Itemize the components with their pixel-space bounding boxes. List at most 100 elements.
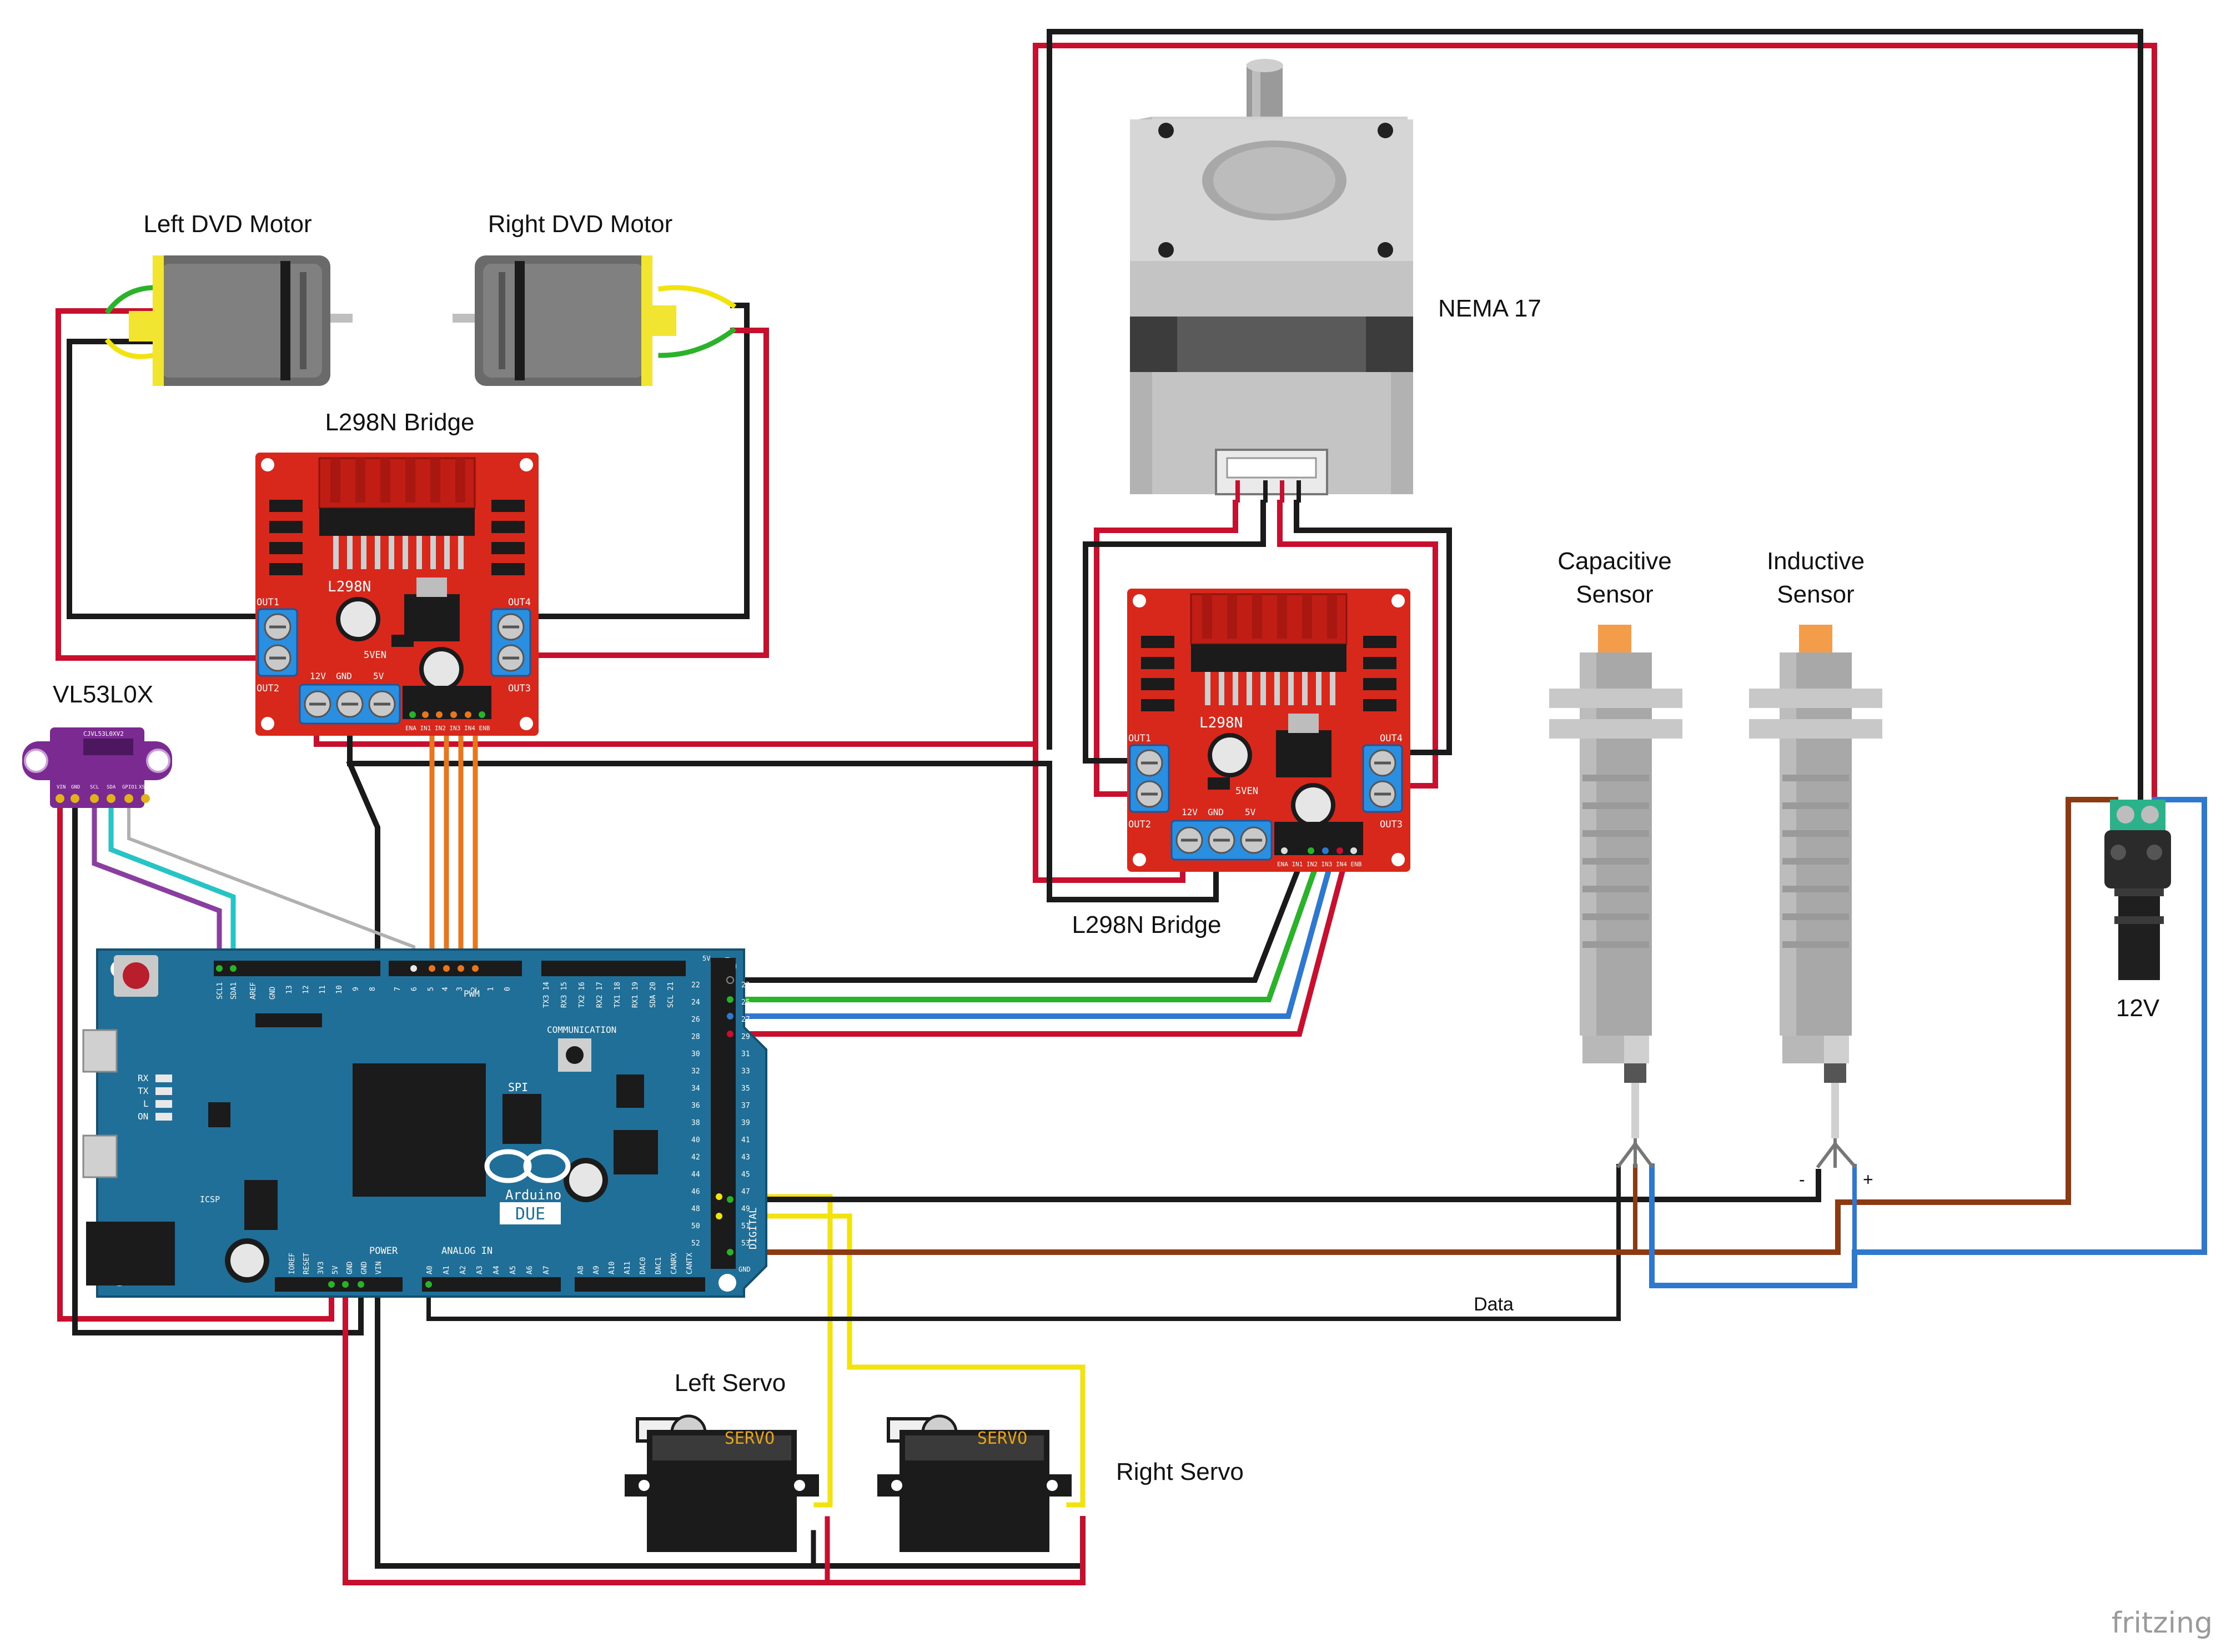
arduino-header-5v: 5V bbox=[702, 955, 710, 962]
wire-bridge-red-link bbox=[314, 722, 1185, 883]
right-servo-label: Right Servo bbox=[1116, 1458, 1244, 1485]
arduino-digital-pin-29: 29 bbox=[741, 1033, 750, 1041]
arduino-pin-9: 9 bbox=[352, 987, 360, 991]
wire-ind-lead bbox=[1816, 1137, 1857, 1169]
arduino-pin-12: 12 bbox=[302, 985, 310, 994]
l298n-bottom-label: L298N Bridge bbox=[1072, 911, 1221, 938]
arduino-header-gnd: GND bbox=[738, 1266, 751, 1273]
vl53-chip-text: CJVL53L0XV2 bbox=[83, 730, 124, 737]
wire-right-motor-black bbox=[530, 303, 750, 619]
arduino-digital-pin-26: 26 bbox=[691, 1016, 700, 1024]
wire-bridge-black-link bbox=[347, 722, 1219, 902]
arduino-digital-pin-35: 35 bbox=[741, 1084, 750, 1093]
inductive-sensor bbox=[1749, 625, 1882, 1138]
l298n-top-out4: OUT4 bbox=[508, 597, 531, 608]
left-servo-label: Left Servo bbox=[675, 1369, 786, 1397]
arduino-analog-pin-a11: A11 bbox=[624, 1262, 632, 1274]
arduino-digital-pin-34: 34 bbox=[691, 1084, 700, 1093]
wire-right-motor-yellow bbox=[657, 285, 737, 309]
vl53-pin-xshut: XSHUT bbox=[139, 785, 154, 790]
arduino-digital-dots bbox=[716, 976, 734, 1256]
arduino-digital-label: DIGITAL bbox=[747, 1207, 759, 1249]
arduino-pin-sda1: SDA1 bbox=[230, 982, 238, 1000]
vl53l0x-sensor: CJVL53L0XV2 VIN GND SCL SDA GPIO1 XSHUT bbox=[22, 727, 172, 808]
arduino-pin-4: 4 bbox=[441, 987, 450, 991]
wire-12v-red-top bbox=[1033, 43, 2157, 802]
arduino-power-pin-ioref-0: IOREF bbox=[288, 1253, 297, 1274]
arduino-led-tx: TX bbox=[138, 1086, 149, 1096]
l298n-top-out3: OUT3 bbox=[508, 683, 531, 694]
vl53-pin-vin: VIN bbox=[57, 785, 66, 790]
vl53l0x-label: VL53L0X bbox=[53, 681, 153, 708]
arduino-digital-pin-27: 27 bbox=[741, 1016, 750, 1024]
l298n-top-gnd: GND bbox=[336, 671, 352, 681]
l298n-bottom-out2: OUT2 bbox=[1128, 819, 1151, 830]
wire-cap-lead bbox=[1616, 1137, 1655, 1169]
arduino-digital-pin-47: 47 bbox=[741, 1188, 750, 1196]
arduino-digital-pin-42: 42 bbox=[691, 1153, 700, 1162]
wire-12v-black-top bbox=[1047, 29, 2143, 802]
arduino-pin-0: 0 bbox=[504, 987, 512, 991]
arduino-power-pin-vin-6: VIN bbox=[375, 1262, 383, 1274]
inductive-plus-label: + bbox=[1863, 1169, 1873, 1189]
wire-step-black bbox=[730, 862, 1303, 983]
wires bbox=[56, 29, 2207, 1585]
arduino-due: RX TX L ON ICSP SPI Arduino DUE bbox=[82, 948, 767, 1298]
arduino-led-on: ON bbox=[138, 1111, 148, 1122]
arduino-analog-pin-a7: A7 bbox=[542, 1266, 551, 1274]
arduino-pin-gnd-top: GND bbox=[269, 986, 277, 1000]
arduino-led-l: L bbox=[143, 1098, 149, 1109]
nema17-label: NEMA 17 bbox=[1438, 295, 1541, 322]
l298n-bottom-out3: OUT3 bbox=[1380, 819, 1403, 830]
l298n-bottom-pins: ENA IN1 IN2 IN3 IN4 ENB bbox=[1277, 861, 1362, 868]
arduino-pin-11: 11 bbox=[319, 985, 327, 994]
vl53-pin-scl: SCL bbox=[90, 785, 99, 790]
wire-vl53-gnd-black bbox=[72, 800, 364, 1335]
arduino-digital-pin-43: 43 bbox=[741, 1153, 750, 1162]
arduino-pin-8: 8 bbox=[369, 987, 377, 991]
nema17-stepper bbox=[1130, 59, 1413, 503]
left-dvd-motor bbox=[129, 255, 353, 386]
arduino-digital-pin-50: 50 bbox=[691, 1222, 700, 1231]
arduino-pin-tx3: TX3 14 bbox=[542, 982, 551, 1008]
l298n-bottom-gnd: GND bbox=[1208, 807, 1224, 817]
arduino-pin-5: 5 bbox=[427, 987, 435, 991]
arduino-digital-pin-28: 28 bbox=[691, 1033, 700, 1041]
arduino-pin-sda20: SDA 20 bbox=[649, 982, 657, 1008]
arduino-digital-pin-39: 39 bbox=[741, 1119, 750, 1127]
arduino-analog-label: ANALOG IN bbox=[441, 1246, 493, 1257]
wire-left-motor-yellow bbox=[104, 338, 156, 359]
arduino-digital-pin-22: 22 bbox=[691, 981, 700, 990]
l298n-top-5v: 5V bbox=[373, 671, 384, 681]
arduino-pin-6: 6 bbox=[410, 987, 419, 991]
arduino-analog-pin-a6: A6 bbox=[526, 1266, 534, 1274]
data-wire-label: Data bbox=[1474, 1294, 1514, 1315]
wire-vl53-sda-cyan bbox=[108, 800, 236, 963]
arduino-digital-pin-46: 46 bbox=[691, 1188, 700, 1196]
arduino-analog-pin-a2: A2 bbox=[459, 1266, 468, 1274]
arduino-communication-label: COMMUNICATION bbox=[547, 1025, 616, 1035]
wire-nema-black-2 bbox=[1294, 500, 1452, 755]
l298n-bridge-bottom: L298N 5VEN OUT1 OUT2 OUT3 OUT4 12V GND 5… bbox=[1127, 589, 1410, 872]
left-dvd-motor-label: Left DVD Motor bbox=[143, 210, 311, 238]
arduino-pin-scl1: SCL1 bbox=[216, 982, 224, 1000]
vl53-pin-gpio1: GPIO1 bbox=[122, 785, 137, 790]
wire-right-motor-red bbox=[530, 328, 769, 658]
arduino-analog-pin-canrx: CANRX bbox=[670, 1253, 679, 1274]
arduino-digital-pin-53: 53 bbox=[741, 1239, 750, 1248]
arduino-pin-rx3: RX3 15 bbox=[560, 982, 569, 1008]
wire-nema-red-2 bbox=[1277, 500, 1438, 789]
wire-step-green bbox=[730, 862, 1320, 1002]
arduino-analog-pin-a8: A8 bbox=[577, 1266, 585, 1274]
dc-jack-12v bbox=[2104, 800, 2171, 980]
fritzing-watermark: fritzing bbox=[2112, 1606, 2213, 1640]
vl53-pin-sda: SDA bbox=[107, 785, 116, 790]
arduino-pin-2: 2 bbox=[470, 987, 479, 991]
left-servo-brand: SERVO bbox=[725, 1429, 775, 1448]
l298n-bottom-12v: 12V bbox=[1182, 807, 1198, 817]
arduino-digital-labels: 2224262830323436384042444648505223252729… bbox=[691, 981, 750, 1248]
arduino-led-rx: RX bbox=[138, 1073, 149, 1083]
wire-sensor-black bbox=[730, 1169, 1821, 1202]
arduino-analog-pin-a0: A0 bbox=[426, 1266, 434, 1274]
